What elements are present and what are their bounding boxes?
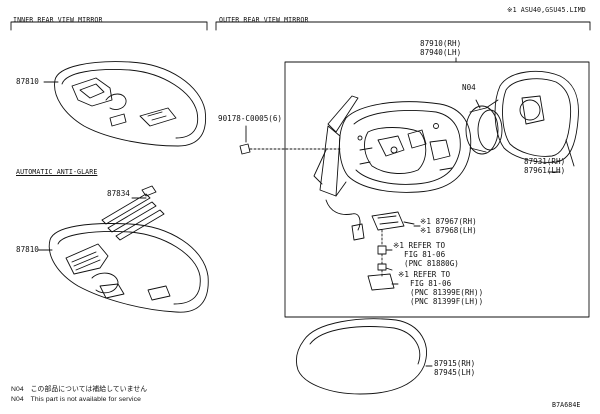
turn-lamp-drawing	[367, 211, 415, 291]
part-87810-top: 87810	[16, 77, 39, 86]
part-87810-bottom: 87810	[16, 245, 39, 254]
section-inner-title: INNER REAR VIEW MIRROR	[13, 16, 103, 24]
ref2-line1: ※1 REFER TO	[398, 270, 451, 279]
figure-id: B7A684E	[552, 401, 581, 409]
part-87931-rh: 87931(RH)	[524, 157, 566, 166]
part-87910-rh: 87910(RH)	[420, 39, 462, 48]
mirror-cover-drawing	[295, 318, 433, 395]
part-87967-rh: ※1 87967(RH)	[420, 217, 477, 226]
mirror-glass-drawing	[494, 71, 579, 167]
ref2-line3: (PNC 81399E(RH))	[410, 288, 484, 297]
model-code-label: ※1 ASU40,GSU45.LIMD	[507, 6, 586, 14]
screw-drawing	[239, 125, 343, 155]
ref1-line2: FIG 81-06	[404, 250, 446, 259]
part-90178-screw: 90178-C0005(6)	[218, 114, 283, 123]
ref2-line2: FIG 81-06	[410, 279, 452, 288]
part-87834: 87834	[107, 189, 130, 198]
ref1-line3: (PNC 81880G)	[404, 259, 459, 268]
footer-note-en: N04 This part is not available for servi…	[11, 396, 141, 403]
footer-note-jp: N04 この部品については補給していません	[11, 386, 148, 393]
mirror-motor-drawing	[465, 99, 503, 155]
outer-mirror-base-drawing	[313, 95, 365, 241]
inner-mirror-top-drawing	[43, 61, 207, 147]
part-87945-lh: 87945(LH)	[434, 368, 476, 377]
part-87961-lh: 87961(LH)	[524, 166, 566, 175]
ref1-line1: ※1 REFER TO	[393, 241, 446, 250]
ref2-line4: (PNC 81399F(LH))	[410, 297, 484, 306]
inner-mirror-bottom-drawing	[37, 223, 209, 313]
section-outer-title: OUTER REAR VIEW MIRROR	[219, 16, 309, 24]
part-87940-lh: 87940(LH)	[420, 48, 462, 57]
part-87968-lh: ※1 87968(LH)	[420, 226, 477, 235]
part-87915-rh: 87915(RH)	[434, 359, 476, 368]
bracket-87834-drawing	[101, 185, 165, 241]
outer-mirror-housing-drawing	[338, 101, 472, 193]
motor-note-n04: N04	[462, 83, 476, 92]
anti-glare-subtitle: AUTOMATIC ANTI-GLARE	[16, 168, 98, 176]
